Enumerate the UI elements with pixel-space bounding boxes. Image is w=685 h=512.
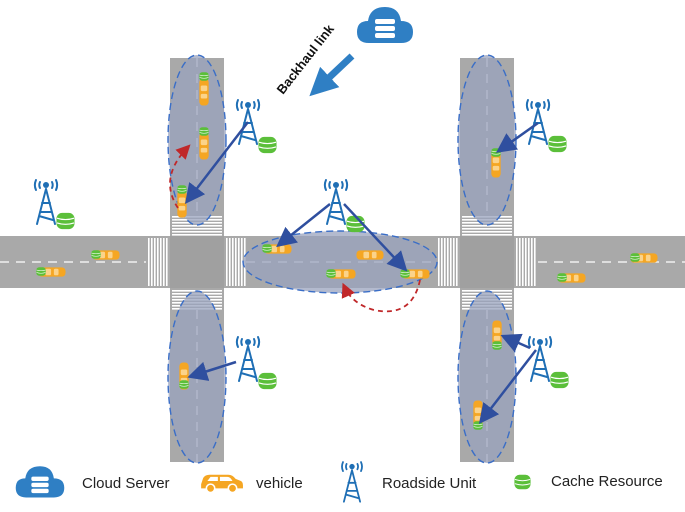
legend-label-cache: Cache Resource [551,473,663,490]
crosswalk-stripe [525,238,527,286]
crosswalk-stripe [151,238,153,286]
crosswalk-stripe [453,238,455,286]
link-arrow [276,203,331,248]
vehicle-icon [356,250,384,260]
crosswalk-stripe [172,231,222,233]
crosswalk-stripe [444,238,446,286]
crosswalk-stripe [531,238,533,286]
link-arrow [495,121,539,153]
crosswalk-stripe [241,238,243,286]
cache-icon [199,72,209,81]
crosswalk-stripe [462,225,512,227]
cloud-icon [15,466,65,498]
crosswalk-stripe [166,238,168,286]
cache-icon [557,273,567,282]
crosswalk-stripe [438,238,440,286]
cache-icon [491,148,501,157]
legend-label-cloud: Cloud Server [82,475,170,492]
crosswalk-stripe [462,231,512,233]
cloud-server-group: Backhaul link [274,7,413,97]
link-arrow [478,349,537,424]
cache-icon [179,380,189,389]
cache-icon [548,135,567,153]
crosswalk-stripe [235,238,237,286]
cache-icon [492,341,502,350]
rsu-icon [235,336,261,382]
crosswalk-stripe [163,238,165,286]
rsu-vehicle-links [184,121,539,424]
cache-icon [199,127,209,136]
crosswalk-stripe [226,238,228,286]
cache-icon [36,267,46,276]
cache-icon [258,372,277,390]
cache-icon [326,269,336,278]
crosswalk-stripe [462,228,512,230]
crosswalk-stripe [232,238,234,286]
crosswalk-stripe [516,238,518,286]
cache-icon [91,250,101,259]
rsu-icon [33,179,59,225]
crosswalk-stripe [172,228,222,230]
rsu-icon [323,179,349,225]
handover-arrow-horizontal [341,279,421,313]
link-arrow [500,333,531,353]
crosswalk-stripe [172,234,222,236]
rsu-icon [341,461,363,503]
rsu-icon [527,336,553,382]
cache-icon [258,136,277,154]
cache-icon [550,371,569,389]
crosswalk-stripe [441,238,443,286]
coverage-area-top-right [457,54,517,226]
vehicle-icon [200,473,244,494]
coverage-area-bottom-left [167,290,227,464]
cache-icon [400,269,410,278]
rsu-icon [525,99,551,145]
handover-arrow-vertical [169,144,191,209]
crosswalk-stripe [462,234,512,236]
legend-label-rsu: Roadside Unit [382,475,477,492]
handover-arrows [169,144,421,313]
crosswalk-stripe [456,238,458,286]
cache-icon [56,212,75,230]
coverage-area-bottom-right [457,290,517,464]
cache-icon [177,185,187,194]
crosswalk-stripe [450,238,452,286]
backhaul-link-arrow [309,53,355,97]
cache-icon [514,474,531,490]
crosswalk-stripe [528,238,530,286]
vehicle-icon [199,78,209,106]
link-arrow [184,121,249,204]
coverage-area-top-left [167,54,227,226]
crosswalk-stripe [238,238,240,286]
link-arrow [187,360,237,381]
cache-icon [262,244,272,253]
link-arrow [343,203,408,272]
coverage-area-center [242,230,438,294]
crosswalk-stripe [172,225,222,227]
crosswalk-stripe [148,238,150,286]
legend-label-vehicle: vehicle [256,475,303,492]
cache-icon [473,421,483,430]
vehicle-icon [199,132,209,160]
crosswalk-stripe [229,238,231,286]
crosswalk-stripe [160,238,162,286]
vehicle-icon [177,190,187,218]
cloud-icon [357,7,413,43]
crosswalk-stripe [522,238,524,286]
crosswalk-stripe [534,238,536,286]
crosswalk-stripe [157,238,159,286]
crosswalk-stripe [519,238,521,286]
backhaul-label: Backhaul link [274,21,338,97]
crosswalk-stripe [447,238,449,286]
cache-icon [630,253,640,262]
legend: Cloud Server vehicle Roadside Unit Cache… [15,461,663,503]
crosswalk-stripe [154,238,156,286]
